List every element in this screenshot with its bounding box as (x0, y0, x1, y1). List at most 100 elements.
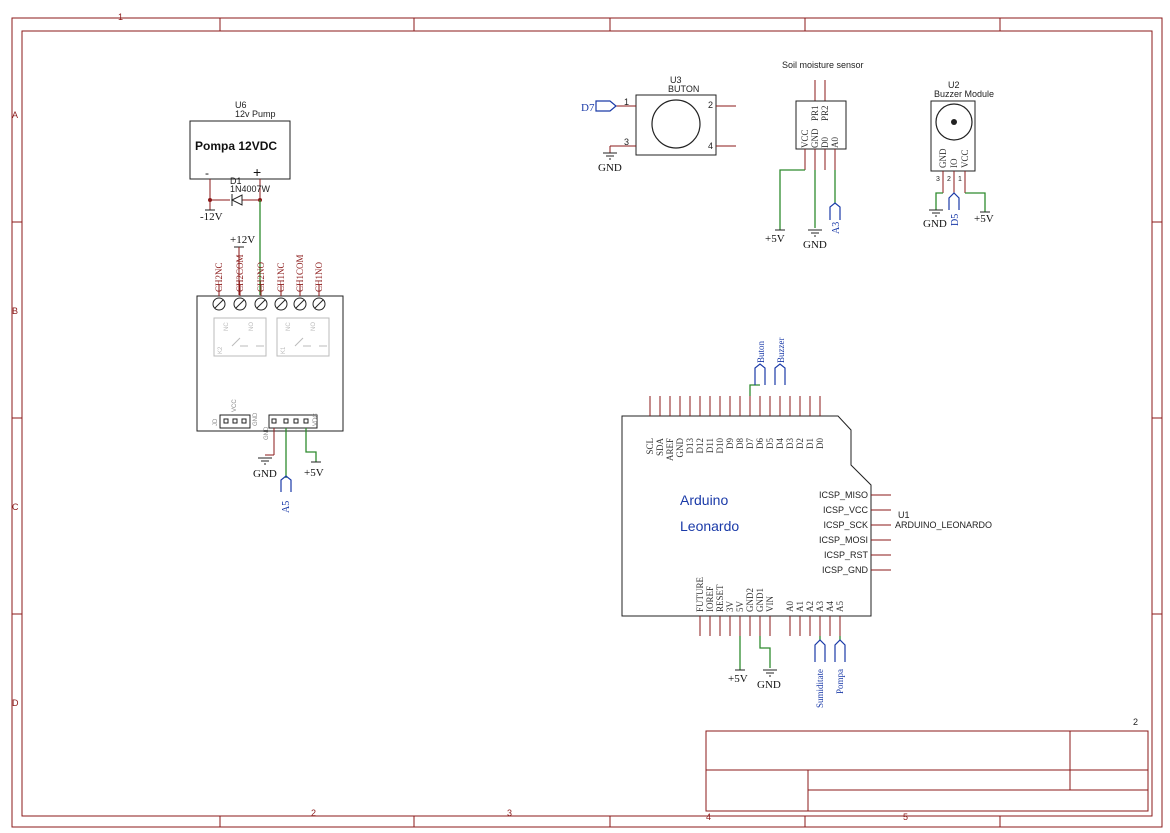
arduino-top-label: D8 (735, 438, 745, 449)
icsp-label: ICSP_MOSI (819, 535, 868, 545)
arduino-top-label: D13 (685, 438, 695, 454)
relay-vcc-small: VCC (232, 399, 238, 412)
pump-u6[interactable]: U6 12v Pump Pompa 12VDC - + (189, 100, 291, 200)
power-neg12: -12V (200, 200, 223, 223)
arduino-top-label: D12 (695, 438, 705, 454)
relay-terminal-ch2no[interactable] (254, 297, 268, 311)
flag-pompa: Pompa (835, 669, 845, 694)
arduino-top-label: D5 (765, 438, 775, 449)
relay-label-ch2com: CH2COM (235, 254, 245, 292)
buzzer-u2[interactable]: U2 Buzzer Module GND IO VCC 3 2 1 GND D5… (923, 80, 994, 230)
soil-5v-label: +5V (765, 233, 785, 245)
relay-terminal-ch1nc[interactable] (274, 297, 288, 311)
arduino-top-label: D0 (815, 438, 825, 449)
relay-terminal-ch2nc[interactable] (212, 297, 226, 311)
relay-vdc: VDC (313, 413, 319, 426)
arduino-bottom-label: FUTURE (695, 576, 705, 612)
ard-gnd-label: GND (757, 679, 781, 691)
relay-jd: JD (213, 418, 219, 426)
frame-col-5: 5 (903, 812, 908, 822)
soil-moisture-sensor[interactable]: Soil moisture sensor PR1 PR2 VCC GND D0 … (765, 60, 864, 251)
frame-col-1: 1 (118, 12, 123, 22)
power-pos12: +12V (230, 234, 255, 295)
relay-ctrl-pin[interactable] (303, 418, 309, 424)
relay-terminal-ch1no[interactable] (312, 297, 326, 311)
arduino-bottom-label: 3V (725, 601, 735, 613)
arduino-top-label: SCL (645, 438, 655, 455)
arduino-ref: U1 (898, 510, 910, 520)
relay-ctrl-pin[interactable] (271, 418, 277, 424)
buzzer-pin-vcc: VCC (960, 149, 970, 168)
arduino-top-label: D11 (705, 438, 715, 453)
relay-gnd-pin: GND (264, 426, 270, 440)
arduino-top-label: D1 (805, 438, 815, 449)
arduino-bottom-label: GND1 (755, 588, 765, 612)
buzzer-gnd-label: GND (923, 218, 947, 230)
arduino-bottom-label: A2 (805, 601, 815, 612)
arduino-top-flags: Buton Buzzer (754, 338, 786, 385)
arduino-bottom-label: A3 (815, 601, 825, 612)
diode-value: 1N4007W (230, 184, 271, 194)
button-value: BUTON (668, 84, 699, 94)
soil-pin-gnd: GND (810, 128, 820, 148)
relay-k1-no: NO (311, 322, 317, 331)
relay-terminal-ch1com[interactable] (293, 297, 307, 311)
buzzer-num-1: 1 (958, 176, 962, 183)
relay-jd-pin[interactable] (241, 418, 247, 424)
relay-jd-pin[interactable] (232, 418, 238, 424)
arduino-top-label: D6 (755, 438, 765, 449)
relay-ctrl-pin[interactable] (283, 418, 289, 424)
soil-title: Soil moisture sensor (782, 60, 864, 70)
button-u3[interactable]: U3 BUTON 1 2 3 4 D7 GND (581, 75, 736, 174)
frame-row-c: C (12, 502, 19, 512)
icsp-label: ICSP_SCK (823, 520, 868, 530)
arduino-top-label: D7 (745, 438, 755, 449)
soil-pin-pr2: PR2 (820, 105, 830, 121)
pump-label: Pompa 12VDC (195, 139, 277, 153)
arduino-bottom-label: A5 (835, 601, 845, 612)
diode-ref: D1 (230, 176, 242, 186)
soil-pin-d0: D0 (820, 137, 830, 148)
buzzer-5v-label: +5V (974, 213, 994, 225)
title-block: 2 (705, 717, 1149, 812)
neg12-label: -12V (200, 211, 223, 223)
relay-k2-mark: K2 (218, 346, 224, 354)
button-pin-2: 2 (708, 100, 713, 110)
relay-k1-mark: K1 (281, 346, 287, 354)
relay-a5-label: A5 (281, 501, 292, 513)
relay-ctrl-pin[interactable] (293, 418, 299, 424)
pump-plus: + (253, 164, 261, 180)
button-gnd-label: GND (598, 162, 622, 174)
frame-col-3: 3 (507, 808, 512, 818)
relay-gnd-label: GND (253, 468, 277, 480)
relay-jd-pin[interactable] (223, 418, 229, 424)
relay-terminal-ch2com[interactable] (233, 297, 247, 311)
arduino-value: ARDUINO_LEONARDO (895, 520, 992, 530)
buzzer-num-2: 2 (947, 176, 951, 183)
arduino-leonardo-u1[interactable]: Arduino Leonardo U1 ARDUINO_LEONARDO SCL… (621, 384, 992, 640)
arduino-bottom-label: A4 (825, 601, 835, 612)
arduino-bottom-label: IOREF (705, 586, 715, 612)
relay-gnd-small: GND (253, 412, 259, 426)
relay-power-wiring: GND +5V A5 (253, 428, 324, 513)
buzzer-d5-net: D5 (950, 214, 961, 226)
relay-5v-label: +5V (304, 467, 324, 479)
relay-k1-nc: NC (286, 322, 292, 331)
relay-label-ch2nc: CH2NC (214, 262, 224, 292)
button-pin-1: 1 (624, 97, 629, 107)
arduino-bottom-label: VIN (765, 596, 775, 612)
relay-k2-no: NO (249, 322, 255, 331)
arduino-top-label: D3 (785, 438, 795, 449)
relay-label-ch1nc: CH1NC (276, 262, 286, 292)
button-pin-3: 3 (624, 137, 629, 147)
arduino-bottom-label: GND2 (745, 588, 755, 612)
arduino-top-label: D2 (795, 438, 805, 449)
relay-label-ch1com: CH1COM (295, 254, 305, 292)
icsp-label: ICSP_MISO (819, 490, 868, 500)
arduino-bottom-wiring: +5V GND Sumiditate Pompa (728, 636, 846, 708)
icsp-label: ICSP_RST (824, 550, 869, 560)
pump-minus: - (205, 166, 209, 180)
arduino-top-label: D4 (775, 438, 785, 449)
diode-d1[interactable]: D1 1N4007W (208, 176, 271, 206)
